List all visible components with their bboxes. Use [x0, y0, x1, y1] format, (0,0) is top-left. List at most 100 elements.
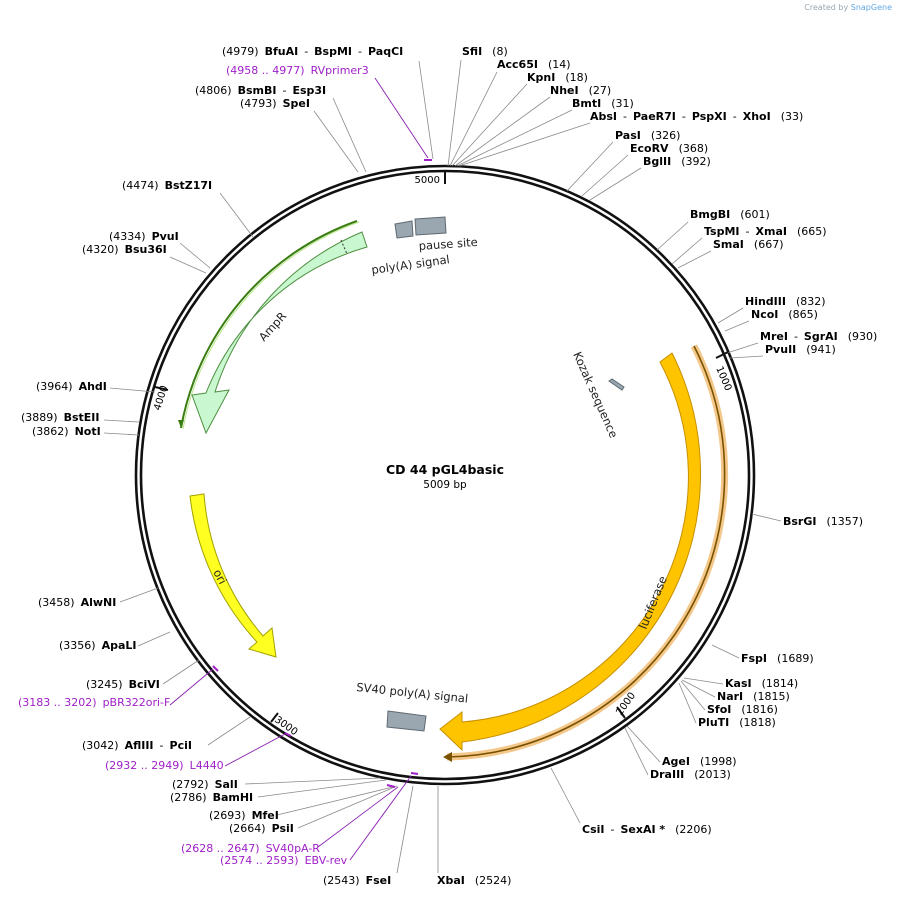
site-label-ecorv[interactable]: EcoRV(368)	[630, 142, 708, 155]
feature-ampr[interactable]	[178, 220, 368, 435]
site-label-bsmbi[interactable]: (4806)BsmBI-Esp3I	[195, 84, 326, 97]
leader-bsteii	[103, 419, 140, 423]
feature-pause-site[interactable]	[414, 216, 447, 236]
site-label-nhei[interactable]: NheI(27)	[550, 84, 611, 97]
enzyme-name: KasI	[725, 677, 752, 690]
tick-5000: 5000	[415, 175, 440, 186]
site-label-pvuii[interactable]: PvuII(941)	[765, 343, 836, 356]
site-position: (2932 .. 2949)	[105, 759, 184, 772]
site-label-afliii[interactable]: (3042)AflIII-PciI	[82, 739, 192, 752]
site-position: (1816)	[741, 703, 778, 716]
site-label-alwni[interactable]: (3458)AlwNI	[38, 596, 116, 609]
leader-l4440	[224, 733, 286, 767]
site-label-agei[interactable]: AgeI(1998)	[662, 755, 737, 768]
enzyme-name: MfeI	[252, 809, 279, 822]
site-label-pluti[interactable]: PluTI(1818)	[698, 716, 776, 729]
site-label-kpni[interactable]: KpnI(18)	[527, 71, 588, 84]
site-label-bfuai[interactable]: (4979)BfuAI-BspMI-PaqCI	[222, 45, 403, 58]
restriction-site-labels: (4979)BfuAI-BspMI-PaqCI (4958 .. 4977)RVp…	[18, 45, 877, 887]
site-label-bsu36i[interactable]: (4320)Bsu36I	[82, 243, 167, 256]
enzyme-name: NcoI	[751, 308, 778, 321]
site-label-xbai[interactable]: XbaI(2524)	[437, 874, 511, 887]
site-label-bcivi[interactable]: (3245)BciVI	[86, 678, 160, 691]
label-ampr: AmpR	[256, 309, 289, 344]
enzyme-name: L4440	[190, 759, 224, 772]
site-position: (3862)	[32, 425, 69, 438]
site-label-mrei[interactable]: MreI-SgrAI(930)	[760, 330, 877, 343]
enzyme-name: BstZ17I	[165, 179, 213, 192]
site-label-spei[interactable]: (4793)SpeI	[240, 97, 310, 110]
label-leader-lines	[103, 59, 782, 874]
site-label-ahdi[interactable]: (3964)AhdI	[36, 380, 107, 393]
site-label-acc65i[interactable]: Acc65I (14)	[497, 58, 571, 71]
site-label-draiii[interactable]: DraIII(2013)	[650, 768, 731, 781]
enzyme-name: Acc65I	[497, 58, 538, 71]
site-label-tspmi[interactable]: TspMI-XmaI(665)	[704, 225, 827, 238]
feature-luciferase[interactable]	[439, 344, 729, 762]
leader-draiii	[624, 727, 649, 776]
enzyme-name: SV40pA-R	[266, 842, 321, 855]
leader-kasi	[683, 677, 724, 685]
feature-ori[interactable]	[189, 493, 277, 658]
site-position: (4979)	[222, 45, 259, 58]
enzyme-name: SfoI	[707, 703, 731, 716]
site-position: (2543)	[323, 874, 360, 887]
site-label-sv40par[interactable]: (2628 .. 2647)SV40pA-R	[181, 842, 320, 855]
enzyme-name: BciVI	[129, 678, 160, 691]
site-label-fsei[interactable]: (2543)FseI	[323, 874, 391, 887]
site-label-pasi[interactable]: PasI(326)	[615, 129, 680, 142]
site-position: (2574 .. 2593)	[220, 854, 299, 867]
site-label-fspi[interactable]: FspI(1689)	[741, 652, 814, 665]
site-label-rvprimer3[interactable]: (4958 .. 4977)RVprimer3	[226, 64, 369, 77]
site-position: (1815)	[753, 690, 790, 703]
enzyme-name: NotI	[75, 425, 101, 438]
feature-kozak[interactable]	[608, 378, 625, 391]
site-position: (4806)	[195, 84, 232, 97]
site-label-sali[interactable]: (2792)SalI	[172, 778, 238, 791]
leader-mfei	[276, 786, 394, 816]
site-label-bmgbi[interactable]: BmgBI(601)	[690, 208, 770, 221]
site-position: (14)	[548, 58, 571, 71]
feature-polya-signal[interactable]	[394, 220, 414, 239]
site-label-pvui[interactable]: (4334)PvuI	[109, 230, 179, 243]
site-label-noti[interactable]: (3862) NotI	[32, 425, 101, 438]
site-label-l4440[interactable]: (2932 .. 2949) L4440	[105, 759, 224, 772]
site-label-mfei[interactable]: (2693)MfeI	[209, 809, 279, 822]
site-label-ncoi[interactable]: NcoI(865)	[751, 308, 818, 321]
site-label-bstz17i[interactable]: (4474) BstZ17I	[122, 179, 212, 192]
site-separator: -	[794, 330, 798, 343]
leader-sali	[244, 777, 381, 785]
site-label-sfoi[interactable]: SfoI (1816)	[707, 703, 778, 716]
site-label-ebvrev[interactable]: (2574 .. 2593)EBV-rev	[220, 854, 348, 867]
site-label-bsteii[interactable]: (3889)BstEII	[21, 411, 99, 424]
site-label-bglii[interactable]: BglII(392)	[643, 155, 711, 168]
enzyme-name: PspXI	[692, 110, 727, 123]
site-label-psii[interactable]: (2664)PsiI	[229, 822, 294, 835]
enzyme-name: AgeI	[662, 755, 690, 768]
leader-bstz17i	[219, 192, 254, 238]
leader-pasi	[566, 141, 614, 192]
site-label-nari[interactable]: NarI(1815)	[717, 690, 790, 703]
site-label-sfii[interactable]: SfiI(8)	[462, 45, 508, 58]
site-label-bsrgi[interactable]: BsrGI(1357)	[783, 515, 863, 528]
site-label-bmti[interactable]: BmtI(31)	[572, 97, 634, 110]
enzyme-name: SexAI *	[620, 823, 665, 836]
enzyme-name: AhdI	[79, 380, 107, 393]
credit-brand: SnapGene	[850, 3, 892, 12]
leader-pluti	[678, 682, 697, 724]
site-label-csii[interactable]: CsiI-SexAI *(2206)	[582, 823, 712, 836]
site-label-bamhi[interactable]: (2786)BamHI	[170, 791, 253, 804]
site-label-hindiii[interactable]: HindIII(832)	[745, 295, 826, 308]
feature-sv40-polya[interactable]	[386, 710, 427, 732]
site-label-absi[interactable]: AbsI-PaeR7I-PspXI-XhoI(33)	[590, 110, 803, 123]
site-label-kasi[interactable]: KasI(1814)	[725, 677, 798, 690]
site-label-apali[interactable]: (3356)ApaLI	[59, 639, 137, 652]
label-sv40: SV40 poly(A) signal	[356, 680, 469, 706]
enzyme-name: CsiI	[582, 823, 604, 836]
site-label-smai[interactable]: SmaI(667)	[713, 238, 784, 251]
leader-rvprimer3	[374, 77, 429, 159]
site-label-pbr322ori[interactable]: (3183 .. 3202)pBR322ori-F	[18, 696, 170, 709]
site-separator: -	[733, 110, 737, 123]
site-position: (4474)	[122, 179, 159, 192]
